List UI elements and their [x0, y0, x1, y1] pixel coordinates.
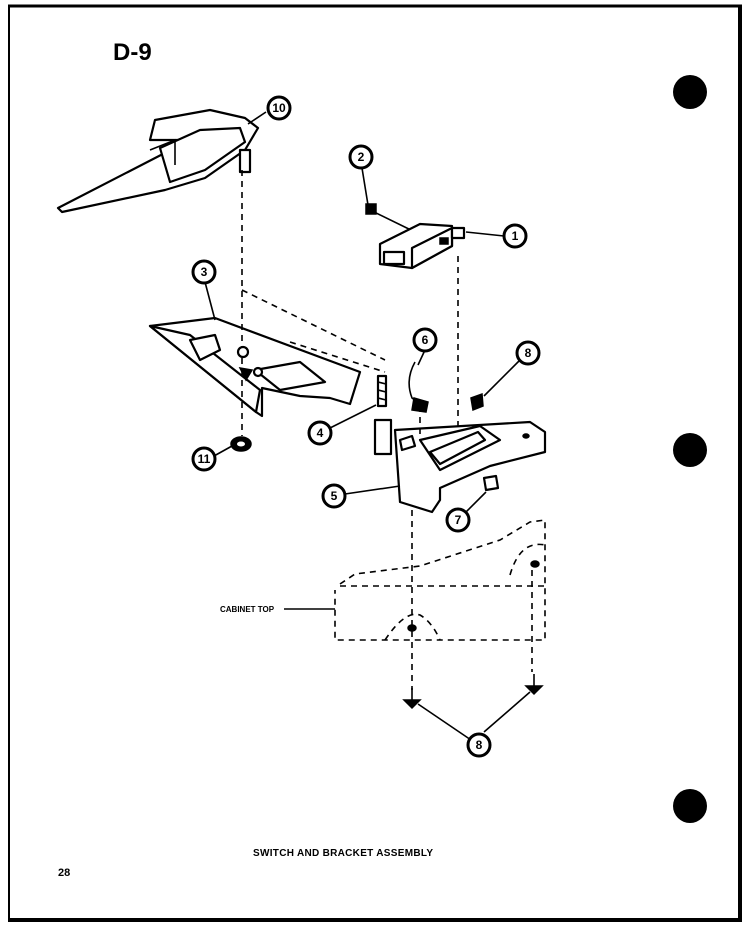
svg-text:8: 8: [525, 346, 532, 360]
part-10-lever: [56, 108, 260, 214]
svg-text:5: 5: [331, 489, 338, 503]
punch-hole-bottom: [673, 789, 707, 823]
part-2-screw: [365, 203, 416, 233]
part-7-tab: [482, 474, 500, 492]
part-6-wire-connector: [408, 361, 429, 413]
part-1-switch: [378, 222, 466, 270]
svg-text:8: 8: [476, 738, 483, 752]
callout-5: 5: [321, 483, 347, 509]
part-5-switch-bracket: [373, 418, 547, 514]
part-4-spring: [376, 374, 388, 408]
svg-text:4: 4: [317, 426, 324, 440]
svg-text:10: 10: [272, 101, 286, 115]
callout-7: 7: [445, 507, 471, 533]
page-frame: [8, 4, 742, 922]
callout-8-lower: 8: [466, 732, 492, 758]
callout-leaders: [204, 111, 531, 743]
cabinet-top-label: CABINET TOP: [220, 605, 275, 614]
punch-hole-middle: [673, 433, 707, 467]
part-11-washer: [230, 436, 252, 452]
callout-8-upper: 8: [515, 340, 541, 366]
callout-3: 3: [191, 259, 217, 285]
part-8-screws: [402, 674, 544, 710]
callout-6: 6: [412, 327, 438, 353]
svg-text:6: 6: [422, 333, 429, 347]
diagram-caption: SWITCH AND BRACKET ASSEMBLY: [253, 848, 433, 859]
callout-4: 4: [307, 420, 333, 446]
callout-11: 11: [191, 446, 217, 472]
svg-text:11: 11: [198, 452, 211, 466]
svg-text:2: 2: [358, 150, 365, 164]
page-code: D-9: [113, 39, 152, 66]
part-3-bracket-plate: [148, 316, 362, 418]
svg-text:3: 3: [201, 265, 208, 279]
part-8-clip: [470, 392, 484, 412]
callout-1: 1: [502, 223, 528, 249]
page-number: 28: [58, 867, 70, 879]
cabinet-top: [334, 519, 546, 641]
callout-2: 2: [348, 144, 374, 170]
svg-text:7: 7: [455, 513, 462, 527]
svg-text:1: 1: [512, 229, 519, 243]
alignment-lines: [241, 170, 533, 690]
punch-hole-top: [673, 75, 707, 109]
callout-10: 10: [266, 95, 292, 121]
